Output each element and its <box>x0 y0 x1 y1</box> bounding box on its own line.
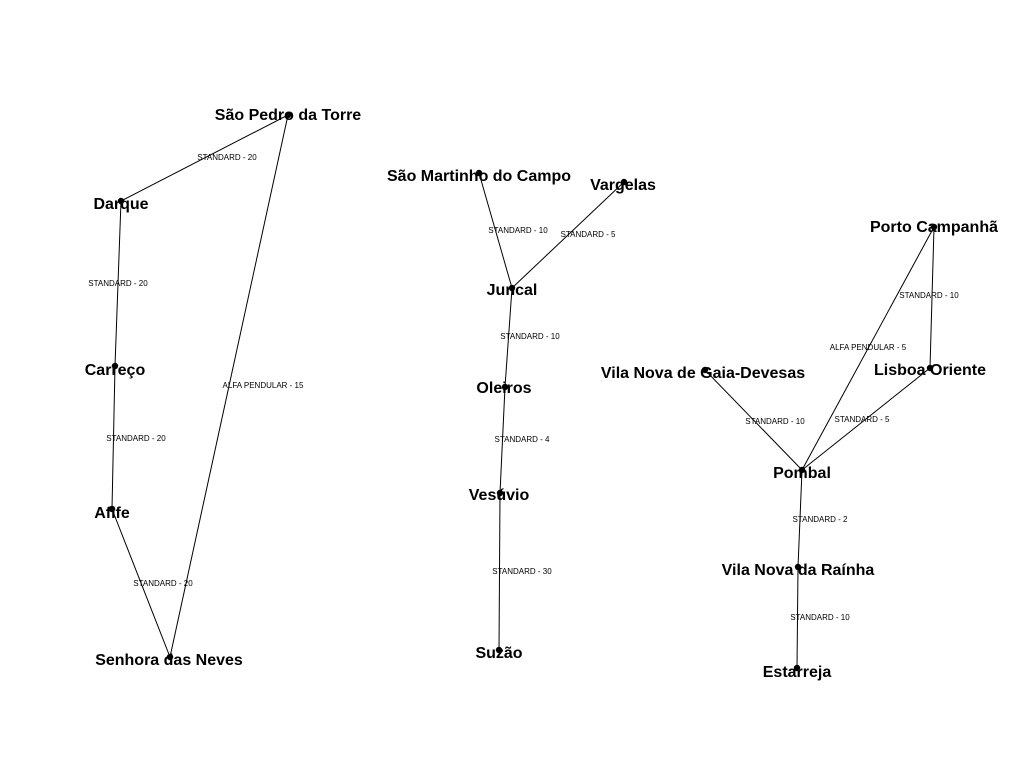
node-label-vargelas: Vargelas <box>590 177 656 194</box>
nodes-layer <box>108 111 938 672</box>
node-label-suzao: Suzão <box>475 645 522 662</box>
edge-label: STANDARD - 20 <box>88 279 148 288</box>
node-label-porto-campanha: Porto Campanhã <box>870 219 998 236</box>
edge-label: STANDARD - 30 <box>492 567 552 576</box>
node-label-sao-martinho-do-campo: São Martinho do Campo <box>387 168 571 185</box>
edge-label: STANDARD - 10 <box>745 417 805 426</box>
node-dot-vargelas <box>620 178 628 186</box>
edge-label: STANDARD - 20 <box>133 579 193 588</box>
node-label-carreco: Carreço <box>85 362 146 379</box>
edge-label: STANDARD - 2 <box>793 515 849 524</box>
node-dot-porto-campanha <box>930 223 938 231</box>
edge-darque-to-carreco <box>114 200 122 367</box>
node-dot-vila-nova-da-rainha <box>794 563 802 571</box>
edge-porto-campanha-to-lisboa-oriente <box>929 226 935 369</box>
edge-pombal-to-vila-nova-da-rainha <box>797 469 803 568</box>
edge-afife-to-senhora-das-neves <box>111 508 171 658</box>
node-label-oleiros: Oleiros <box>476 380 531 397</box>
node-dot-lisboa-oriente <box>926 364 934 372</box>
edge-label: STANDARD - 5 <box>835 415 891 424</box>
node-dot-afife <box>108 505 116 513</box>
edge-sao-pedro-da-torre-to-senhora-das-neves <box>169 114 289 658</box>
edge-lisboa-oriente-to-pombal <box>801 367 931 471</box>
node-labels-layer: São Pedro da TorreDarqueCarreçoAfifeSenh… <box>85 107 998 681</box>
node-label-vila-nova-da-rainha: Vila Nova da Raínha <box>722 562 875 579</box>
node-label-lisboa-oriente: Lisboa Oriente <box>874 362 986 379</box>
edge-label: STANDARD - 5 <box>561 230 617 239</box>
edge-label: STANDARD - 10 <box>500 332 560 341</box>
edge-label: STANDARD - 10 <box>899 291 959 300</box>
node-label-juncal: Juncal <box>487 282 538 299</box>
edge-sao-martinho-do-campo-to-juncal <box>478 172 513 289</box>
node-dot-vesuvio <box>496 489 504 497</box>
node-dot-estarreja <box>793 664 801 672</box>
node-label-senhora-das-neves: Senhora das Neves <box>95 652 243 669</box>
edge-porto-campanha-to-pombal <box>801 226 935 471</box>
node-dot-suzao <box>495 646 503 654</box>
edges-layer <box>111 114 935 669</box>
edge-vesuvio-to-suzao <box>498 492 501 651</box>
edge-label: STANDARD - 20 <box>197 153 257 162</box>
edge-label: STANDARD - 4 <box>495 435 551 444</box>
node-label-sao-pedro-da-torre: São Pedro da Torre <box>215 107 362 124</box>
node-label-vesuvio: Vesúvio <box>469 487 530 504</box>
node-dot-senhora-das-neves <box>166 653 174 661</box>
edge-label: STANDARD - 10 <box>790 613 850 622</box>
node-label-estarreja: Estarreja <box>763 664 832 681</box>
edge-oleiros-to-vesuvio <box>499 386 506 494</box>
edge-vila-nova-de-gaia-devesas-to-pombal <box>704 369 803 471</box>
edge-label: STANDARD - 10 <box>488 226 548 235</box>
node-dot-vila-nova-de-gaia-devesas <box>701 366 709 374</box>
node-dot-darque <box>117 197 125 205</box>
edge-label: ALFA PENDULAR - 15 <box>223 381 304 390</box>
node-dot-oleiros <box>501 383 509 391</box>
edge-labels-layer: STANDARD - 20 STANDARD - 20 STANDARD - 20 S… <box>88 153 959 622</box>
edge-juncal-to-oleiros <box>504 287 513 388</box>
edge-vila-nova-da-rainha-to-estarreja <box>796 566 799 669</box>
node-dot-carreco <box>111 362 119 370</box>
node-dot-sao-martinho-do-campo <box>475 169 483 177</box>
node-label-darque: Darque <box>93 196 148 213</box>
edge-sao-pedro-da-torre-to-darque <box>120 114 289 202</box>
edge-label: STANDARD - 20 <box>106 434 166 443</box>
edge-carreco-to-afife <box>111 365 116 510</box>
node-label-pombal: Pombal <box>773 465 831 482</box>
node-dot-pombal <box>798 466 806 474</box>
node-label-afife: Afife <box>94 505 130 522</box>
node-label-vila-nova-de-gaia-devesas: Vila Nova de Gaia-Devesas <box>601 365 805 382</box>
edge-vargelas-to-juncal <box>511 181 625 289</box>
node-dot-sao-pedro-da-torre <box>284 111 292 119</box>
edge-label: ALFA PENDULAR - 5 <box>830 343 907 352</box>
node-dot-juncal <box>508 284 516 292</box>
